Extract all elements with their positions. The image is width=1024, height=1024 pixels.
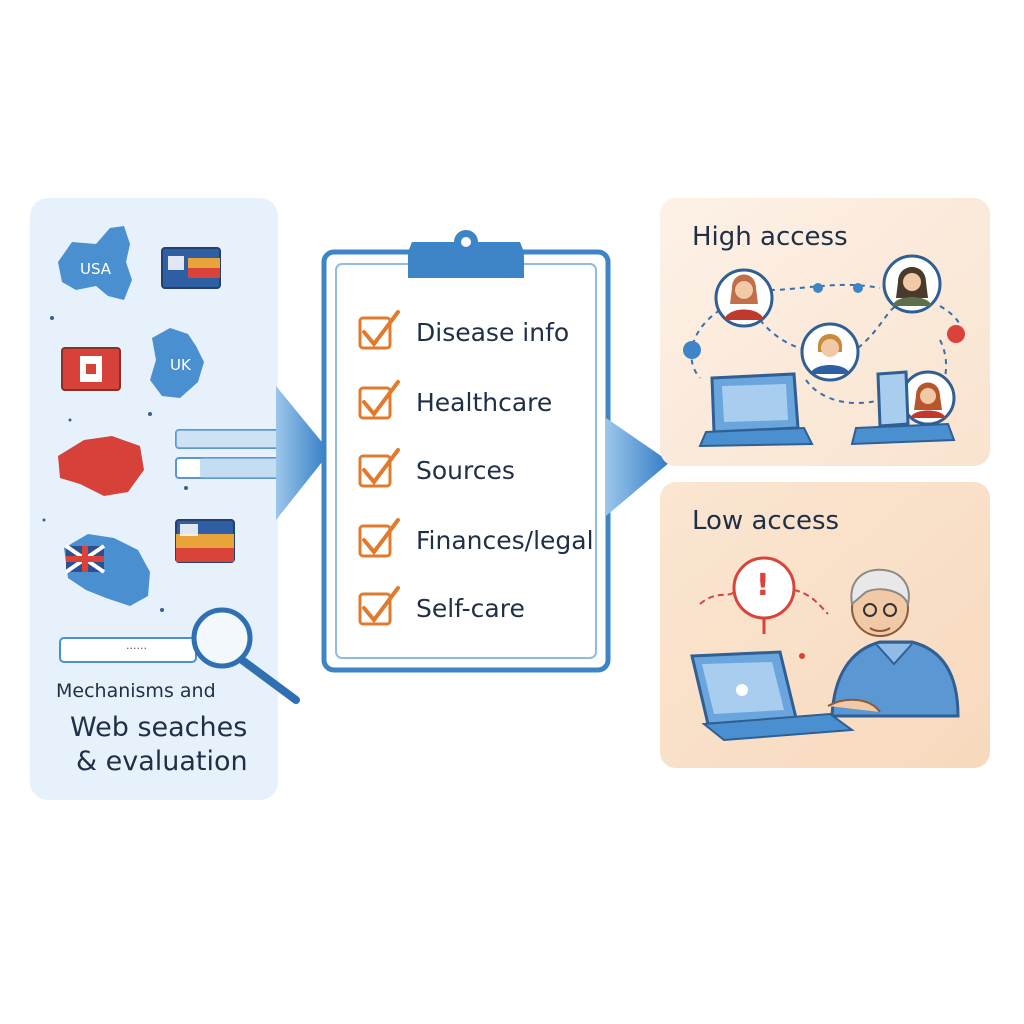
caption-line-1: Web seaches: [70, 712, 248, 743]
arrow-to-access: [606, 418, 670, 516]
caption-line-2: & evaluation: [76, 746, 248, 777]
search-bar-text: ······: [126, 642, 147, 655]
laptop-icon: [690, 650, 855, 742]
checkbox-icon: [358, 380, 400, 420]
uk-flag-icon: [64, 544, 106, 574]
flag-icon: [175, 519, 235, 563]
avatar: [882, 254, 942, 314]
low-access-title: Low access: [692, 506, 840, 536]
left-panel: [30, 198, 278, 800]
checkbox-icon: [358, 448, 400, 488]
checkbox-icon: [358, 586, 400, 626]
laptop-icon: [698, 372, 814, 448]
alert-symbol: !: [756, 568, 770, 603]
elderly-user-figure: [827, 568, 960, 718]
caption-fragment: Mechanisms and: [56, 680, 216, 702]
checklist-item-disease-info: Disease info: [416, 318, 570, 347]
region-label-uk: UK: [170, 356, 191, 374]
checkbox-icon: [358, 518, 400, 558]
uk-map-shape: [150, 328, 204, 398]
avatar: [900, 370, 956, 426]
clipboard: [321, 230, 611, 673]
network-nodes: [683, 283, 965, 359]
laptop-icon: [850, 370, 956, 446]
checklist-item-self-care: Self-care: [416, 594, 525, 623]
flag-icon: [161, 247, 221, 289]
high-access-title: High access: [692, 222, 848, 252]
checklist-item-finances-legal: Finances/legal: [416, 526, 594, 555]
arrow-to-checklist: [276, 386, 330, 520]
checklist-item-sources: Sources: [416, 456, 515, 485]
avatar: [800, 322, 860, 382]
region-label-usa: USA: [80, 260, 112, 278]
scatter-dots: [42, 316, 188, 612]
result-bars: [175, 429, 289, 479]
magnifier-icon: [191, 607, 300, 704]
checkbox-icon: [358, 310, 400, 350]
flag-icon: [61, 347, 121, 391]
red-map-shape: [58, 436, 144, 496]
alert-icon: [699, 556, 829, 659]
checklist-item-healthcare: Healthcare: [416, 388, 553, 417]
usa-map-shape: [58, 226, 132, 300]
avatar: [714, 268, 774, 328]
